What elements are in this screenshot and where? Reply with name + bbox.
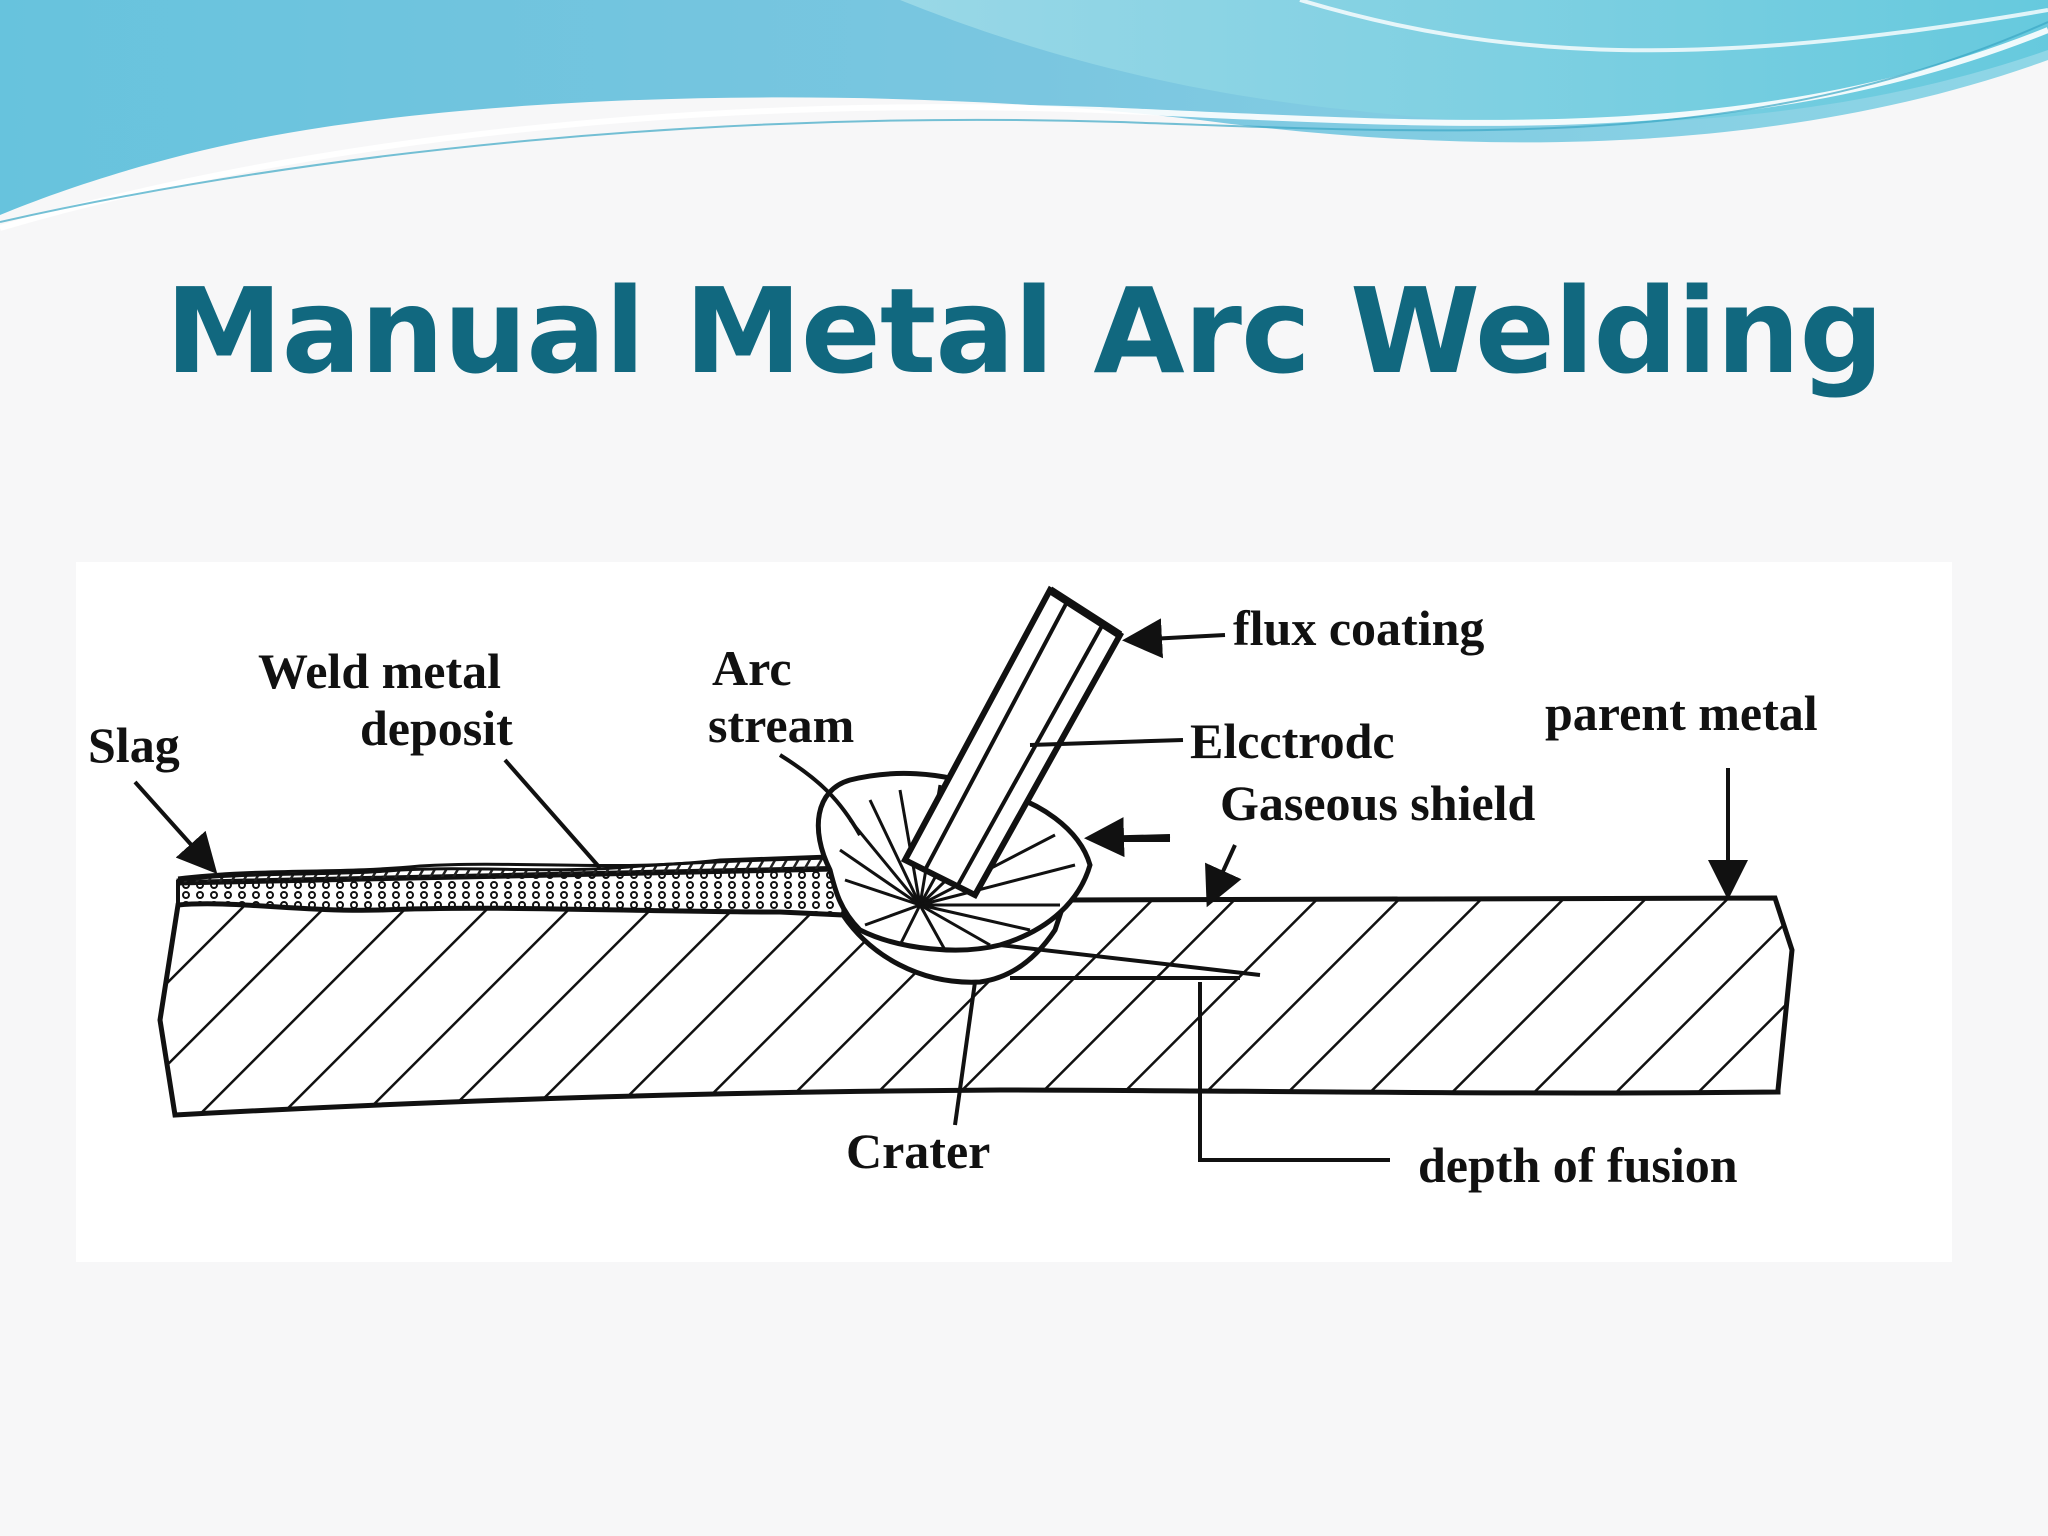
crater-lines [999, 943, 1390, 1162]
label-arc-line1: Arc [712, 640, 792, 696]
label-weld-metal-line2: deposit [360, 700, 513, 756]
label-weld-metal-line1: Weld metal [258, 643, 501, 699]
label-parent-metal: parent metal [1545, 685, 1818, 741]
label-gaseous-shield: Gaseous shield [1220, 775, 1536, 831]
leader-lines [133, 618, 1748, 1126]
label-arc-line2: stream [708, 697, 854, 753]
label-flux-coating: flux coating [1233, 600, 1484, 656]
diagram-labels: Slag Weld metal deposit Arc stream flux … [88, 600, 1818, 1193]
label-depth-of-fusion: depth of fusion [1418, 1137, 1738, 1193]
header-wave-decoration [0, 0, 2048, 231]
label-crater: Crater [846, 1123, 990, 1179]
electrode [900, 585, 1124, 899]
label-electrode: Elcctrodc [1190, 713, 1395, 769]
slag-layer [176, 854, 838, 886]
slide-title: Manual Metal Arc Welding [165, 262, 1884, 400]
label-slag: Slag [88, 717, 180, 773]
